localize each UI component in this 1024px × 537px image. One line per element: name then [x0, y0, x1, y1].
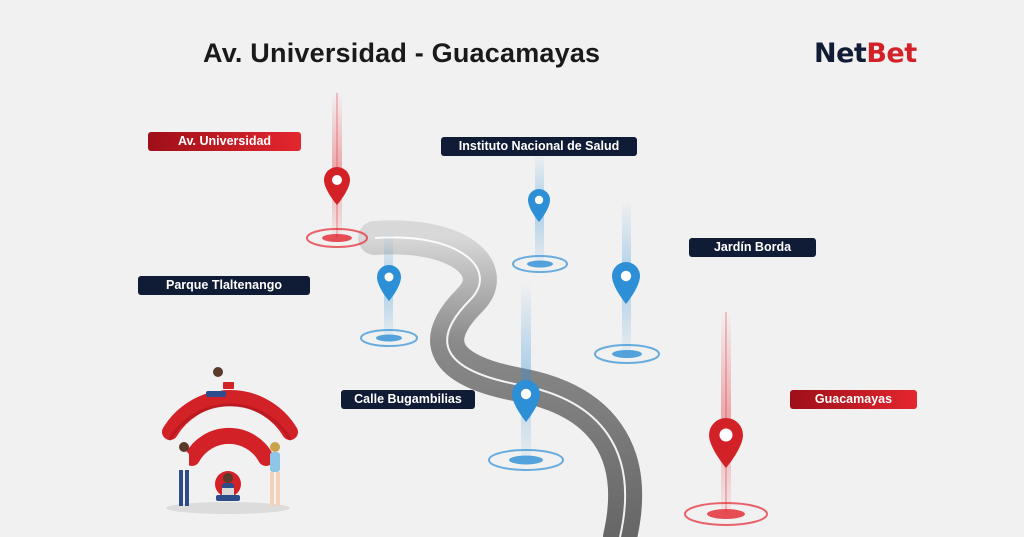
page-title: Av. Universidad - Guacamayas [203, 38, 601, 68]
wifi-icon [162, 390, 298, 497]
stop-pin-av-universidad [306, 93, 368, 248]
map-pin-icon [528, 189, 550, 222]
map-pin-icon [512, 380, 540, 422]
stop-label-guacamayas: Guacamayas [790, 390, 917, 409]
stop-label-bugambilias: Calle Bugambilias [341, 390, 475, 409]
stop-label-av-universidad: Av. Universidad [148, 132, 301, 151]
stop-label-instituto: Instituto Nacional de Salud [441, 137, 637, 156]
logo-part-net: Net [814, 38, 867, 69]
stop-pin-bugambilias [488, 282, 564, 471]
netbet-logo: NetBet [814, 38, 917, 69]
map-pin-icon [324, 167, 350, 205]
stop-pin-guacamayas [684, 312, 768, 526]
map-pin-icon [377, 265, 401, 301]
person-figure [206, 367, 234, 397]
map-pin-icon [709, 418, 743, 468]
logo-part-bet: Bet [866, 38, 917, 69]
stop-pin-parque [360, 232, 418, 347]
stop-pin-jardin-borda [594, 200, 660, 364]
person-figure [270, 442, 280, 506]
person-figure [179, 442, 189, 506]
road [358, 220, 643, 537]
stop-label-parque: Parque Tlaltenango [138, 276, 310, 295]
map-pin-icon [612, 262, 640, 304]
stop-pin-instituto [512, 152, 568, 273]
wifi-illustration [162, 367, 298, 514]
person-figure [216, 473, 240, 501]
stop-label-jardin-borda: Jardín Borda [689, 238, 816, 257]
